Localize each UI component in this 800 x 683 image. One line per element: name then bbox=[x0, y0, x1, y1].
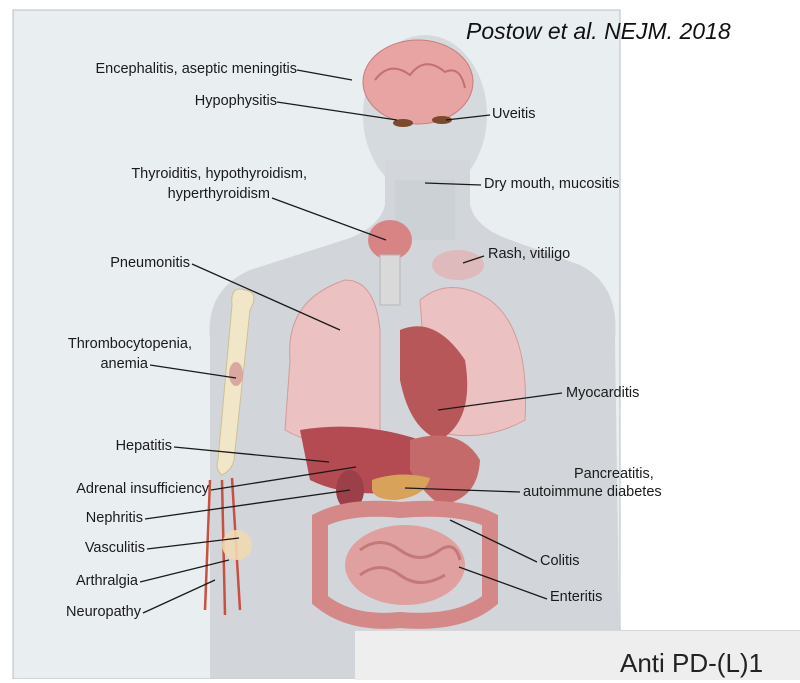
label-adrenal: Adrenal insufficiency bbox=[76, 481, 209, 498]
label-hypophysitis: Hypophysitis bbox=[195, 93, 277, 110]
label-myocarditis: Myocarditis bbox=[566, 385, 639, 402]
overlay-slide-text: Anti PD-(L)1 bbox=[620, 648, 763, 679]
label-pancreatitis-line1: Pancreatitis, bbox=[574, 466, 654, 483]
label-thyroiditis-line2: hyperthyroidism bbox=[168, 186, 270, 203]
label-uveitis: Uveitis bbox=[492, 106, 536, 123]
label-nephritis: Nephritis bbox=[86, 510, 143, 527]
label-hepatitis: Hepatitis bbox=[116, 438, 172, 455]
small-intestine bbox=[345, 525, 465, 605]
label-encephalitis: Encephalitis, aseptic meningitis bbox=[96, 61, 298, 78]
brain-organ bbox=[363, 40, 473, 124]
label-vasculitis: Vasculitis bbox=[85, 540, 145, 557]
thyroid-organ bbox=[368, 220, 412, 260]
elbow-joint bbox=[222, 530, 252, 560]
label-thyroiditis-line1: Thyroiditis, hypothyroidism, bbox=[131, 166, 307, 183]
rash-patch bbox=[432, 250, 484, 280]
label-pancreatitis-line2: autoimmune diabetes bbox=[523, 484, 662, 501]
label-thrombocytopenia-line2: anemia bbox=[100, 356, 148, 373]
label-colitis: Colitis bbox=[540, 553, 579, 570]
label-thrombocytopenia-line1: Thrombocytopenia, bbox=[68, 336, 192, 353]
label-arthralgia: Arthralgia bbox=[76, 573, 138, 590]
bone-marrow-spot bbox=[229, 362, 243, 386]
label-pneumonitis: Pneumonitis bbox=[110, 255, 190, 272]
trachea bbox=[380, 255, 400, 305]
label-enteritis: Enteritis bbox=[550, 589, 602, 606]
citation-text: Postow et al. NEJM. 2018 bbox=[466, 18, 731, 45]
label-neuropathy: Neuropathy bbox=[66, 604, 141, 621]
label-rash: Rash, vitiligo bbox=[488, 246, 570, 263]
label-dry-mouth: Dry mouth, mucositis bbox=[484, 176, 619, 193]
